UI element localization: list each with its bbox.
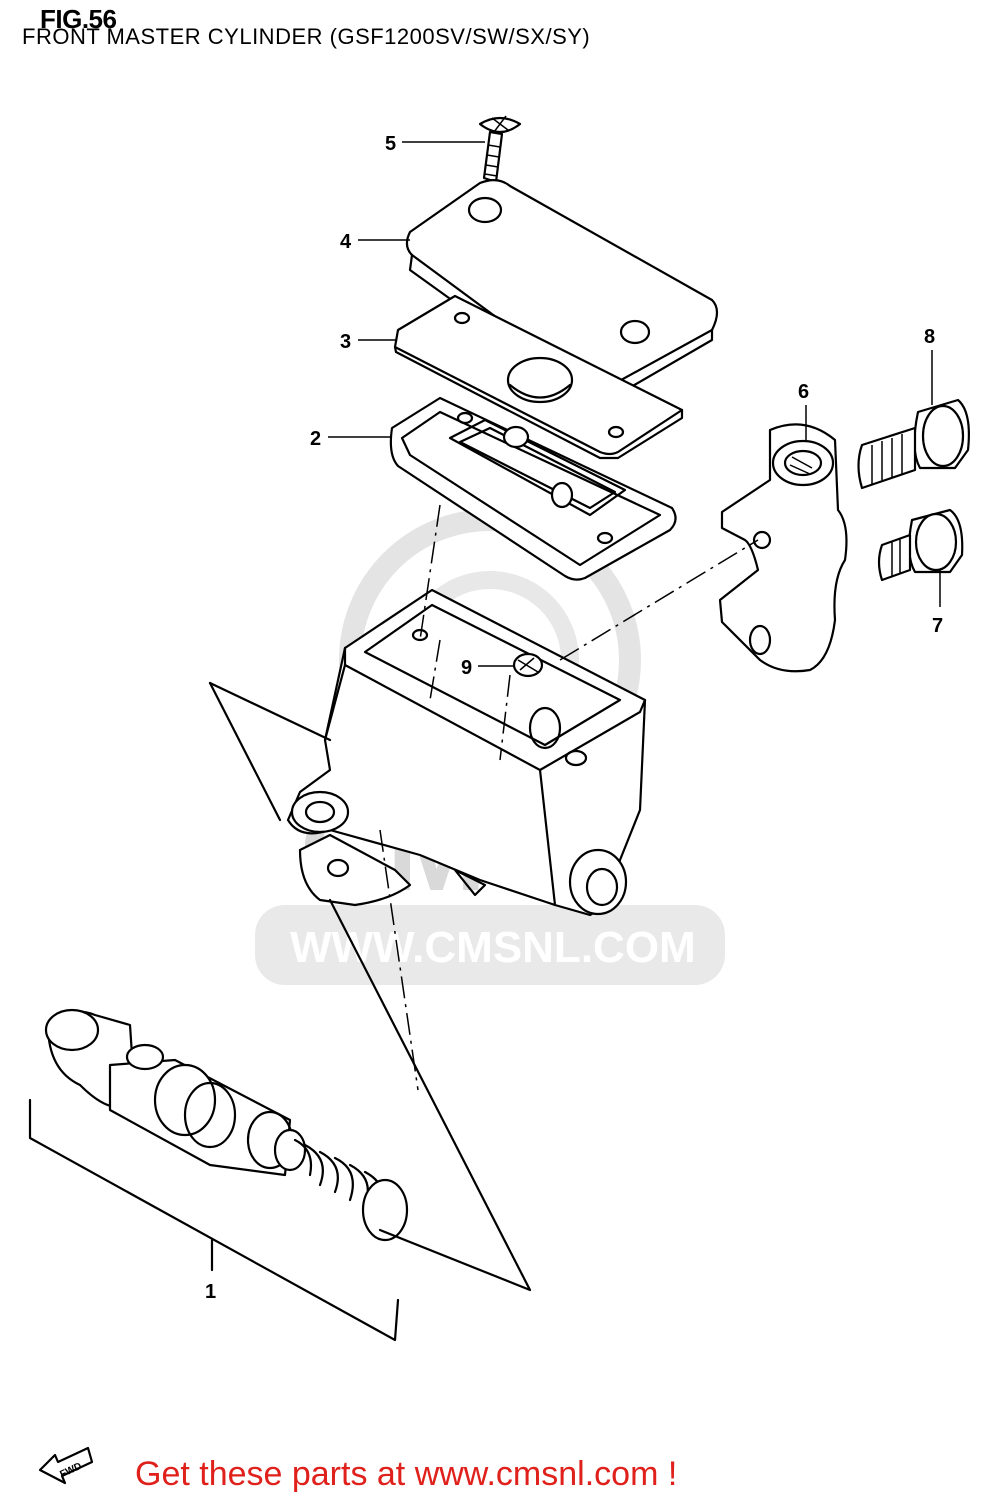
promo-link[interactable]: Get these parts at www.cmsnl.com ! [135, 1455, 678, 1493]
part-1-piston-kit [44, 1008, 409, 1242]
part-9-cap [512, 652, 544, 678]
callout-4: 4 [340, 231, 352, 253]
callout-9: 9 [461, 657, 472, 679]
forward-arrow-icon: FWD [38, 1446, 94, 1485]
part-7-bolt [877, 508, 964, 582]
callout-2: 2 [310, 428, 321, 450]
assembly-lines [28, 504, 759, 1342]
part-8-bolt [857, 398, 970, 490]
part-5-screw [478, 115, 522, 184]
watermark-url: WWW.CMSNL.COM [290, 923, 696, 972]
part-3-plate [393, 294, 684, 460]
figure-subtitle: FRONT MASTER CYLINDER (GSF1200SV/SW/SX/S… [22, 24, 591, 49]
callout-7: 7 [932, 615, 943, 637]
callout-5: 5 [385, 133, 396, 155]
callouts: 5 4 3 2 6 8 7 9 1 [205, 133, 943, 1303]
figure-number: FIG.56 [40, 4, 117, 34]
callout-6: 6 [798, 381, 809, 403]
part-6-clamp [718, 423, 848, 673]
callout-8: 8 [924, 326, 935, 348]
callout-3: 3 [340, 331, 351, 353]
callout-1: 1 [205, 1281, 216, 1303]
part-2-diaphragm [389, 396, 677, 581]
master-cylinder-body [286, 588, 647, 917]
